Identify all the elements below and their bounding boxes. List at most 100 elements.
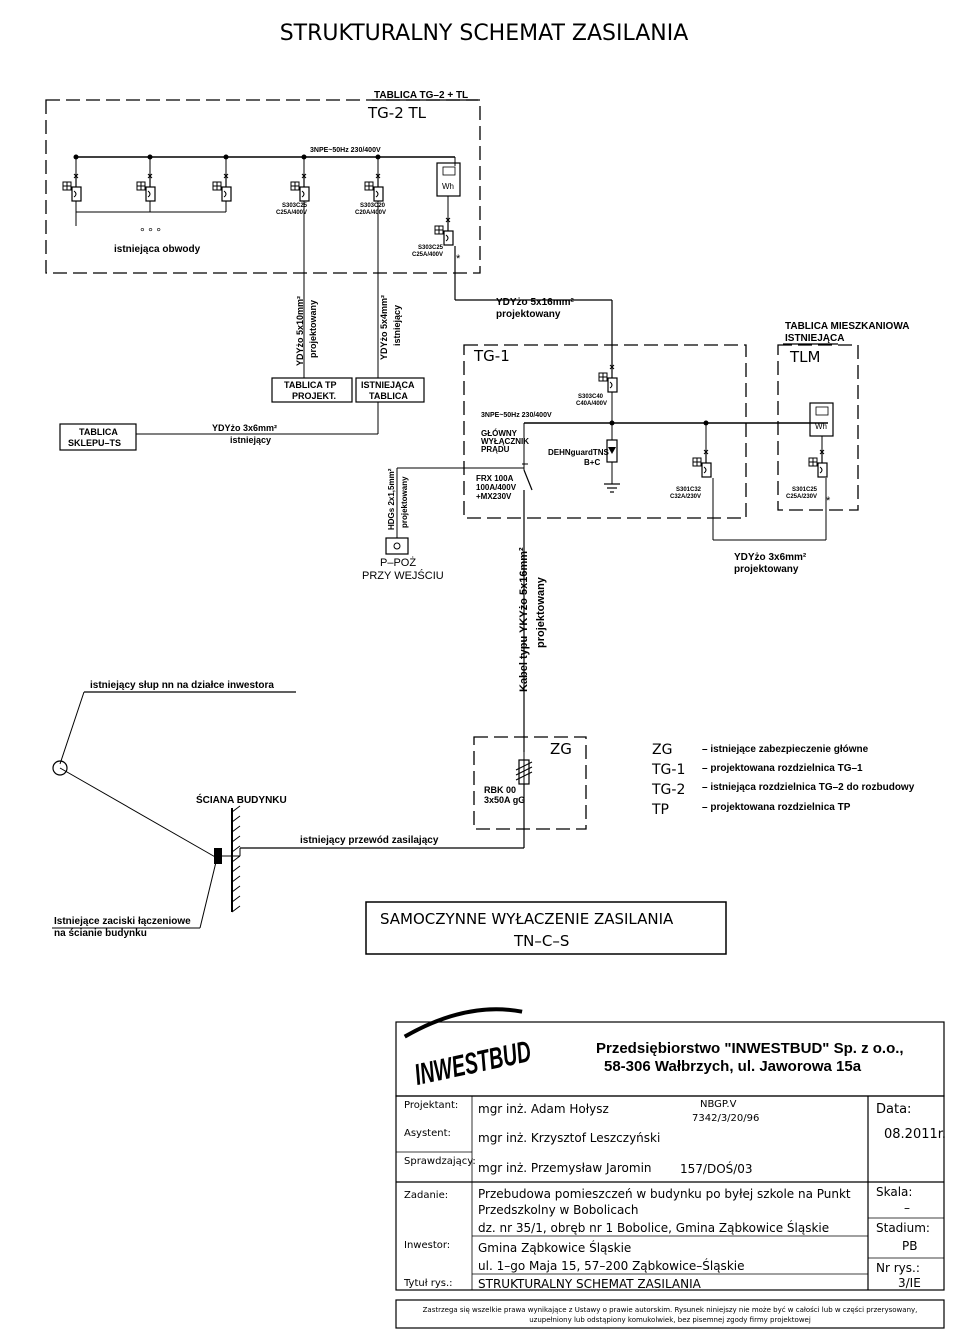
tg1-bus-label: 3NPE~50Hz 230/400V <box>481 412 552 419</box>
tg2-breaker-5 <box>364 173 384 202</box>
cable-tlm-status: projektowany <box>734 564 799 575</box>
legend-item: TP – projektowana rozdzielnica TP <box>651 802 851 818</box>
drawing-title-value: STRUKTURALNY SCHEMAT ZASILANIA <box>478 1277 702 1291</box>
tg1-frx-line1: FRX 100A <box>476 474 514 483</box>
checker-license: 157/DOŚ/03 <box>680 1161 753 1176</box>
board-tp: TABLICA TP PROJEKT. <box>271 377 353 403</box>
drawing-title: STRUKTURALNY SCHEMAT ZASILANIA <box>280 21 689 46</box>
tg2-breaker-b-label: S303C20 <box>360 203 386 209</box>
tg2-breaker-a-rating: C25A/400V <box>276 210 307 216</box>
legend-item: TG-2 – istniejąca rozdzielnica TG–2 do r… <box>651 782 915 798</box>
stage-label: Stadium: <box>876 1221 930 1235</box>
tg2-bus-label: 3NPE~50Hz 230/400V <box>310 147 381 154</box>
tg1-breaker-top-label: S303C40 <box>578 394 604 400</box>
tg1-main-switch-line1: GŁÓWNY <box>481 429 518 438</box>
legend-code: ZG <box>652 742 672 758</box>
tlm-header-line1: TABLICA MIESZKANIOWA <box>785 321 909 332</box>
cable-fire: HDGs 2x1,5mm² projektowany <box>387 468 409 530</box>
wall-label: ŚCIANA BUDYNKU <box>196 793 287 806</box>
stage-value: PB <box>902 1239 917 1253</box>
drawing-no-label: Nr rys.: <box>876 1261 920 1275</box>
terminals-line2: na ścianie budynku <box>54 928 147 939</box>
tlm-label: TLM <box>789 348 820 366</box>
legend-code: TP <box>651 802 669 818</box>
tg2-panel: TABLICA TG–2 + TL TG-2 TL 3NPE~50Hz 230/… <box>45 90 481 300</box>
tg1-main-switch-line2: WYŁĄCZNIK <box>481 437 529 446</box>
legend-desc: – istniejące zabezpieczenie główne <box>702 744 869 755</box>
tg1-panel: TG-1 S303C40 C40A/400V 3NPE~50Hz 230/400… <box>463 344 828 519</box>
terminals-line1: Istniejące zaciski łączeniowe <box>54 916 191 927</box>
cable-main: Kabel typu YKYżo 5x16mm² projektowany <box>518 547 547 692</box>
pole-symbol <box>52 760 68 776</box>
task-line2: Przedszkolny w Bobolicach <box>478 1203 639 1217</box>
designer-name: mgr inż. Adam Hołysz <box>478 1102 609 1116</box>
tg2-energy-meter: Wh <box>436 162 461 197</box>
drawing-title-label: Tytuł rys.: <box>403 1278 453 1289</box>
tg1-frx-line3: +MX230V <box>476 492 512 501</box>
board-existing-line2: TABLICA <box>369 391 408 401</box>
company-address: 58-306 Wałbrzych, ul. Jaworowa 15a <box>604 1058 862 1075</box>
cable-tp-feed-type: YDYżo 5x10mm² <box>295 296 305 366</box>
tg2-breaker-1 <box>62 173 82 202</box>
legend: ZG – istniejące zabezpieczenie główne TG… <box>651 742 915 818</box>
tlm-breaker <box>808 449 828 478</box>
tg1-breaker-top <box>598 364 618 393</box>
checker-name: mgr inż. Przemysław Jaromin <box>478 1161 652 1175</box>
tg2-breaker-3 <box>212 173 232 202</box>
board-shop-line1: TABLICA <box>79 427 118 437</box>
tg2-circuits-note: istniejąca obwody <box>114 244 201 255</box>
legend-code: TG-1 <box>651 762 685 778</box>
tg1-frx-line2: 100A/400V <box>476 483 517 492</box>
board-shop: TABLICA SKLEPU–TS <box>59 423 137 451</box>
tg1-spd-line2: B+C <box>584 458 600 467</box>
tg2-dots: ° ° ° <box>140 225 161 239</box>
designer-license-1: NBGP.V <box>700 1099 737 1110</box>
auto-disconnection-box: SAMOCZYNNE WYŁACZENIE ZASILANIA TN–C–S <box>365 901 727 955</box>
tg1-breaker-right-rating: C32A/230V <box>670 494 701 500</box>
zg-fuse-line2: 3x50A gG <box>484 795 525 805</box>
cable-tlm-type: YDYżo 3x6mm² <box>734 552 807 563</box>
fire-switch: P–POŻ PRZY WEJŚCIU <box>362 537 444 582</box>
tlm-energy-meter: Wh <box>809 402 834 437</box>
cable-shop-status: istniejący <box>230 435 271 445</box>
zg-panel: ZG RBK 00 3x50A gG <box>473 736 587 848</box>
tlm-meter-label: Wh <box>815 422 827 431</box>
board-existing: ISTNIEJĄCA TABLICA <box>355 377 425 403</box>
fire-switch-line2: PRZY WEJŚCIU <box>362 569 444 582</box>
tg2-asterisk: * <box>456 253 461 265</box>
tg1-breaker-right <box>692 449 712 478</box>
assistant-label: Asystent: <box>404 1128 451 1139</box>
cable-tg1-status: projektowany <box>496 309 561 320</box>
scale-value: – <box>904 1201 910 1215</box>
tlm-breaker-label: S301C25 <box>792 487 818 493</box>
legend-item: ZG – istniejące zabezpieczenie główne <box>652 742 869 758</box>
tg2-label: TG-2 TL <box>367 104 427 122</box>
copyright-line2: uzupełniony lub odstąpiony komukolwiek, … <box>529 1316 811 1324</box>
legend-item: TG-1 – projektowana rozdzielnica TG–1 <box>651 762 863 778</box>
tlm-panel: TABLICA MIESZKANIOWA ISTNIEJĄCA TLM Wh S… <box>777 321 909 511</box>
legend-code: TG-2 <box>651 782 685 798</box>
tg1-breaker-top-rating: C40A/400V <box>576 401 607 407</box>
zg-label: ZG <box>550 740 572 758</box>
wall-terminal <box>214 848 222 864</box>
board-tp-line2: PROJEKT. <box>292 391 336 401</box>
auto-off-line1: SAMOCZYNNE WYŁACZENIE ZASILANIA <box>380 910 674 928</box>
cable-fire-status: projektowany <box>400 476 409 528</box>
legend-desc: – projektowana rozdzielnica TP <box>702 802 851 813</box>
board-shop-line2: SKLEPU–TS <box>68 438 121 448</box>
date-label: Data: <box>876 1102 911 1117</box>
tg2-header: TABLICA TG–2 + TL <box>374 90 468 101</box>
cable-tg1-type: YDYżo 5x16mm² <box>496 297 574 308</box>
investor-line2: ul. 1–go Maja 15, 57–200 Ząbkowice–Śląsk… <box>478 1258 744 1273</box>
scale-label: Skala: <box>876 1185 912 1199</box>
company-name: Przedsiębiorstwo "INWESTBUD" Sp. z o.o., <box>596 1040 904 1057</box>
building-wall <box>231 805 241 913</box>
company-logo-text: INWESTBUD <box>412 1035 534 1092</box>
tg1-main-switch-line3: PRĄDU <box>481 445 510 454</box>
tg2-breaker-c-label: S303C25 <box>418 245 444 251</box>
legend-desc: – projektowana rozdzielnica TG–1 <box>702 763 863 774</box>
cable-tg1-feed: YDYżo 5x16mm² projektowany <box>496 297 574 320</box>
tlm-breaker-rating: C25A/230V <box>786 494 817 500</box>
fire-switch-line1: P–POŻ <box>380 556 416 569</box>
